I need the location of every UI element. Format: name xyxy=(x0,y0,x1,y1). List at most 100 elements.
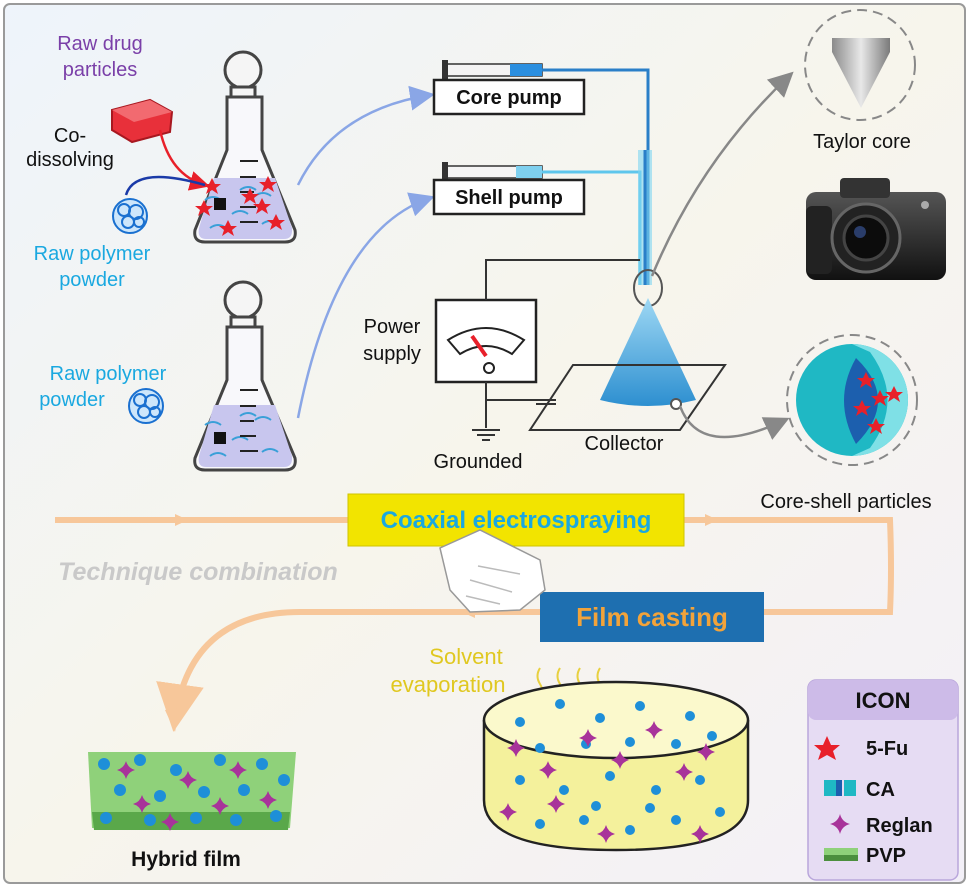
solvent-label-2: evaporation xyxy=(391,672,506,697)
film-sparkle xyxy=(133,795,151,813)
dish-dot xyxy=(695,775,705,785)
dish-dot xyxy=(707,731,717,741)
technique-flow-loop xyxy=(55,517,894,732)
film-dot xyxy=(114,784,126,796)
dish-dot xyxy=(559,785,569,795)
film-dot xyxy=(214,754,226,766)
spray-cone xyxy=(600,298,696,406)
technique-combination-label: Technique combination xyxy=(58,558,338,586)
power-supply-meter xyxy=(434,298,538,384)
shell-pump-label: Shell pump xyxy=(455,187,563,209)
petri-dish xyxy=(482,680,750,852)
co-dissolving-label-2: dissolving xyxy=(26,149,114,171)
film-dot xyxy=(278,774,290,786)
film-sparkle xyxy=(259,791,277,809)
film-dot xyxy=(134,754,146,766)
film-dot xyxy=(100,812,112,824)
dish-dot xyxy=(579,815,589,825)
film-dot xyxy=(170,764,182,776)
dish-dot xyxy=(625,737,635,747)
dish-sparkle xyxy=(645,721,663,739)
power-label-2: supply xyxy=(363,343,421,365)
hv-wire xyxy=(485,259,640,300)
dish-dot xyxy=(671,739,681,749)
flask1-to-core-pump-arrow xyxy=(296,85,435,186)
film-dot xyxy=(154,790,166,802)
ground-symbol xyxy=(472,429,500,441)
taylor-core-label: Taylor core xyxy=(813,131,911,153)
dish-dot xyxy=(635,701,645,711)
dish-sparkle xyxy=(697,743,715,761)
dish-dot xyxy=(625,825,635,835)
film-dot xyxy=(270,810,282,822)
film-sparkle xyxy=(117,761,135,779)
dish-dot xyxy=(685,711,695,721)
core-shell-label: Core-shell particles xyxy=(760,491,931,513)
hybrid-film-label: Hybrid film xyxy=(131,848,241,871)
collector-label: Collector xyxy=(585,433,664,455)
red-star-icon xyxy=(814,736,840,760)
dish-dot xyxy=(591,801,601,811)
film-particles xyxy=(98,754,290,831)
film-dot xyxy=(256,758,268,770)
dish-dot xyxy=(605,771,615,781)
raw-polymer-2-label-1: Raw polymer xyxy=(50,363,167,385)
dish-sparkle xyxy=(611,751,629,769)
core-pump-label: Core pump xyxy=(456,87,562,109)
raw-drug-label-1: Raw drug xyxy=(57,33,143,55)
dish-sparkle xyxy=(597,825,615,843)
film-casting-box xyxy=(540,592,764,642)
dish-dot xyxy=(535,743,545,753)
polymer-to-flask-arrow xyxy=(124,175,206,196)
film-dot xyxy=(190,812,202,824)
dish-sparkle xyxy=(547,795,565,813)
film-casting-label: Film casting xyxy=(576,602,728,632)
dish-dot xyxy=(515,775,525,785)
film-dot xyxy=(238,784,250,796)
film-dot xyxy=(230,814,242,826)
dish-dot xyxy=(651,785,661,795)
raw-polymer-2-label-2: powder xyxy=(39,389,105,411)
to-taylor-core-arrow xyxy=(650,71,794,277)
dish-sparkle xyxy=(539,761,557,779)
legend-title: ICON xyxy=(856,688,911,713)
legend-box xyxy=(807,679,959,881)
collector-plate xyxy=(528,364,727,431)
coaxial-electrospraying-label: Coaxial electrospraying xyxy=(381,507,652,534)
dish-sparkle xyxy=(691,825,709,843)
core-shell-particle-illustration xyxy=(786,334,918,466)
handshake-icon xyxy=(439,529,546,613)
dish-dot xyxy=(555,699,565,709)
film-dot xyxy=(198,786,210,798)
legend-label-ca: CA xyxy=(866,779,895,801)
legend-label-reglan: Reglan xyxy=(866,815,933,837)
dish-sparkle xyxy=(507,739,525,757)
film-sparkle xyxy=(211,797,229,815)
raw-polymer-ball-icon-2 xyxy=(128,388,164,424)
film-sparkle xyxy=(161,813,179,831)
film-dot xyxy=(144,814,156,826)
raw-drug-particle-icon xyxy=(111,98,174,144)
legend-label-pvp: PVP xyxy=(866,845,906,867)
film-sparkle xyxy=(179,771,197,789)
film-sparkle xyxy=(229,761,247,779)
dish-sparkle xyxy=(579,729,597,747)
dish-dot xyxy=(715,807,725,817)
to-particles-arrow xyxy=(678,405,790,440)
power-label-1: Power xyxy=(364,316,421,338)
flask2-to-shell-pump-arrow xyxy=(296,192,435,419)
magenta-sparkle-icon xyxy=(830,814,850,834)
film-dot xyxy=(98,758,110,770)
raw-polymer-label-2: powder xyxy=(59,269,125,291)
raw-polymer-label-1: Raw polymer xyxy=(34,243,151,265)
solvent-label-1: Solvent xyxy=(429,644,502,669)
green-bar-icon xyxy=(824,848,858,861)
shell-pump xyxy=(432,162,586,216)
core-pump xyxy=(432,60,586,116)
taylor-core-illustration xyxy=(804,9,916,121)
raw-drug-label-2: particles xyxy=(63,59,137,81)
flask-polymer-solution xyxy=(193,280,297,472)
dish-sparkle xyxy=(499,803,517,821)
